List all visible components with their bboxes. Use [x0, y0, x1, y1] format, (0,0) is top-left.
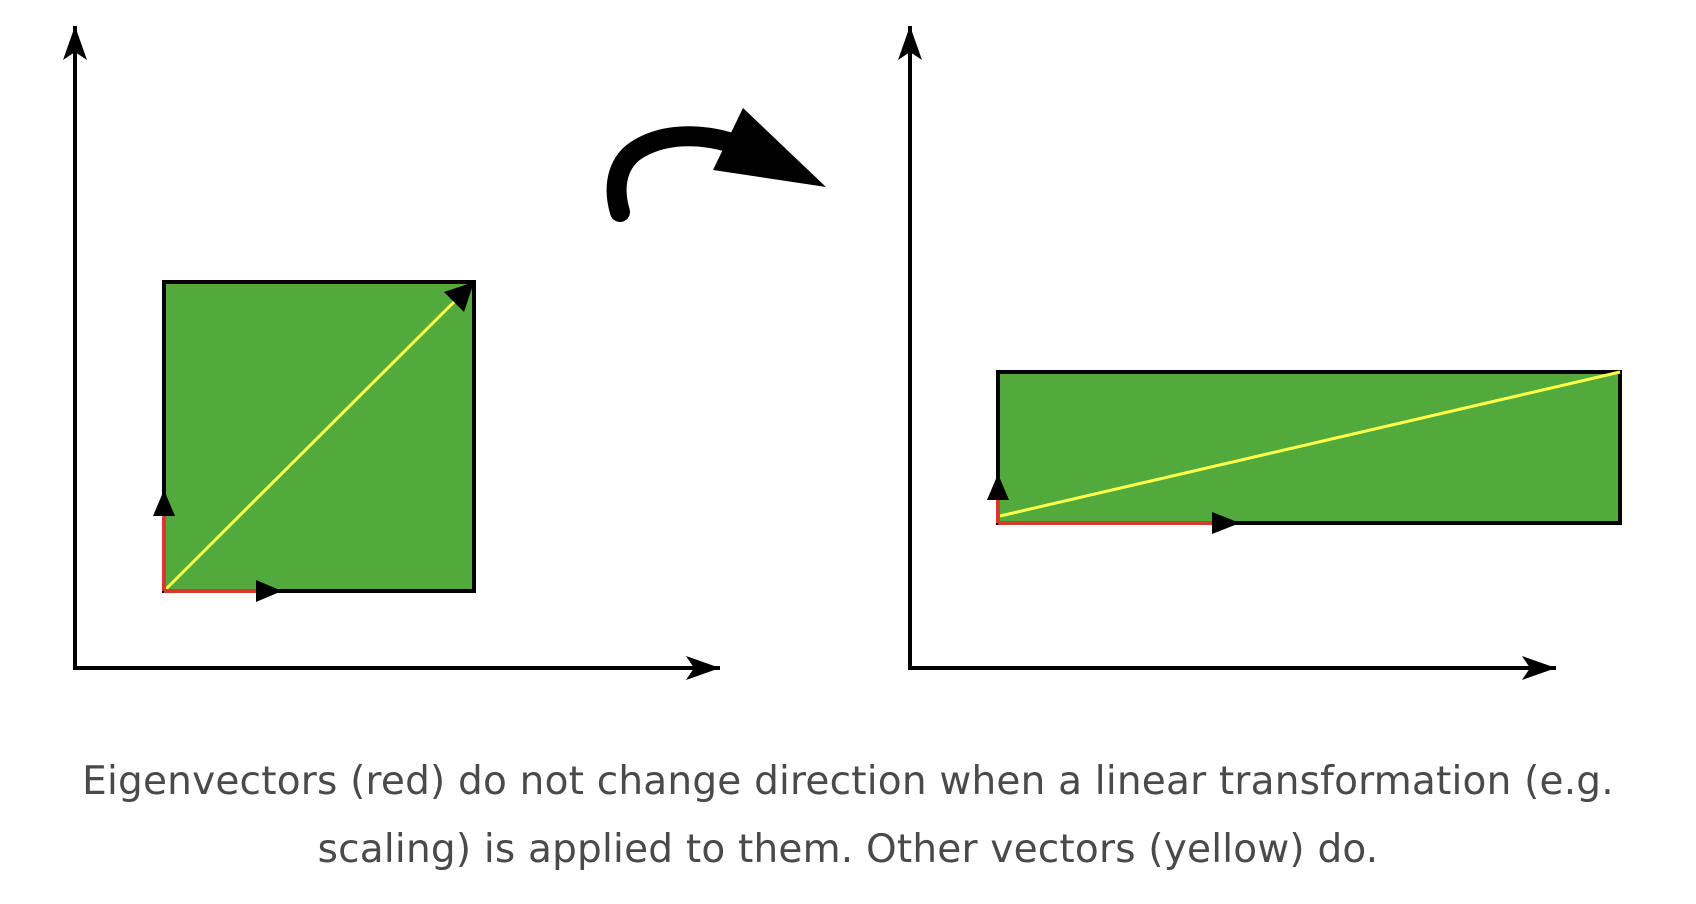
left-yellow-arrowhead: [444, 282, 474, 312]
left-panel: [63, 26, 720, 680]
left-red-vertical-arrowhead: [153, 490, 175, 516]
curved-arrow-icon: [606, 108, 826, 222]
right-yellow-vector: [999, 370, 1621, 518]
caption-line-2: scaling) is applied to them. Other vecto…: [317, 827, 1379, 872]
right-red-vertical-arrowhead: [987, 474, 1009, 500]
left-red-horizontal-arrowhead: [256, 580, 282, 602]
caption-line-1: Eigenvectors (red) do not change directi…: [82, 759, 1614, 804]
left-yellow-vector: [164, 282, 474, 591]
right-panel: [898, 26, 1622, 680]
figure-caption: Eigenvectors (red) do not change directi…: [0, 748, 1696, 884]
right-red-horizontal-arrowhead: [1212, 512, 1240, 534]
